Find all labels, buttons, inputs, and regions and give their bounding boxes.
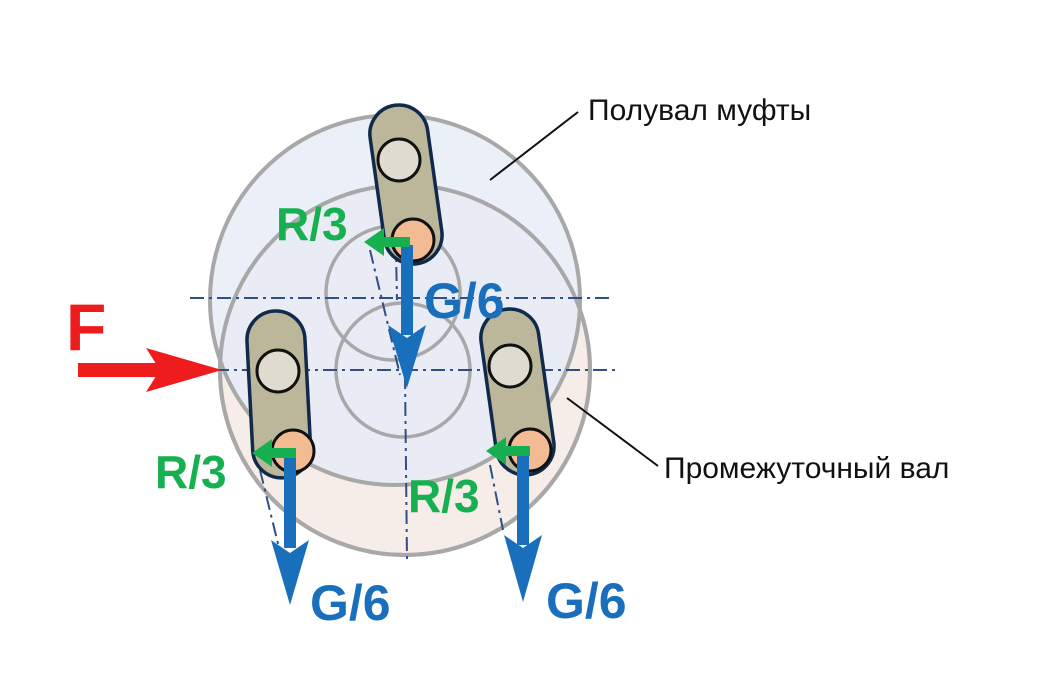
weight-arrow-top — [388, 245, 426, 388]
weight-label-top: G/6 — [424, 273, 505, 329]
link-axis-right — [489, 464, 504, 531]
friction-arrow-right — [486, 437, 530, 465]
friction-label-right: R/3 — [408, 470, 480, 522]
link-axis-left — [259, 469, 283, 561]
link-left-pin-upper — [255, 348, 301, 394]
force-f-arrow — [78, 348, 222, 392]
link-right-pin-upper — [487, 343, 533, 389]
weight-arrow-right — [504, 455, 542, 602]
link-right — [479, 307, 556, 477]
weight-label-right: G/6 — [546, 573, 627, 629]
link-left — [245, 309, 316, 480]
link-top — [368, 103, 444, 266]
friction-arrow-top — [364, 228, 410, 256]
weight-label-left: G/6 — [310, 575, 391, 631]
friction-label-top: R/3 — [276, 198, 348, 250]
friction-label-left: R/3 — [155, 446, 227, 498]
leader-line-upper — [489, 111, 579, 181]
caption-coupling-half-shaft: Полувал муфты — [588, 94, 811, 127]
weight-arrow-left — [271, 458, 309, 605]
force-label: F — [66, 290, 106, 364]
vertical-centerline-main — [404, 374, 408, 561]
link-top-pin-upper — [376, 137, 422, 183]
caption-intermediate-shaft: Промежуточный вал — [664, 452, 949, 485]
link-axis-top — [369, 249, 401, 376]
friction-arrow-left — [252, 439, 296, 467]
leader-line-lower — [566, 397, 659, 467]
